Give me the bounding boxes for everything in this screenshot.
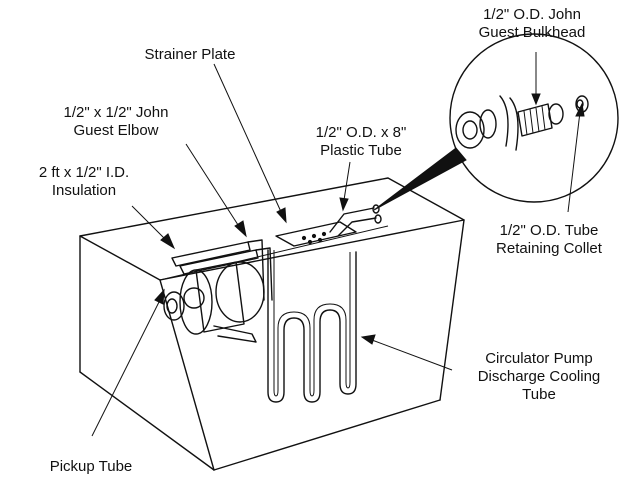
cooling-tube-inner	[273, 250, 351, 397]
label-line: Guest Elbow	[73, 122, 159, 139]
pump-inlet-bore	[166, 298, 178, 314]
leader-strainer	[213, 63, 283, 215]
strainer-hole	[317, 237, 323, 243]
bulkhead-head	[548, 103, 564, 125]
leader-lines	[91, 52, 585, 437]
pump-mount-foot	[213, 325, 257, 343]
arrowhead	[575, 102, 585, 117]
strainer-hole	[321, 231, 327, 237]
leader-collet	[567, 111, 581, 213]
arrowhead	[154, 288, 165, 305]
tank-front-edge	[159, 279, 215, 471]
cooling-tube-outer	[267, 249, 357, 403]
tank-bottom-left-edge	[79, 371, 215, 471]
label-bulkhead: 1/2" O.D. John Guest Bulkhead	[442, 6, 622, 42]
plastic-tube-1	[329, 207, 375, 233]
label-cooling-tube: Circulator Pump Discharge Cooling Tube	[456, 350, 622, 404]
label-line: Pickup Tube	[49, 458, 133, 475]
plastic-tube-2	[337, 217, 377, 237]
leader-plastic-tube	[343, 161, 351, 201]
label-line: 1/2" O.D. John	[483, 6, 581, 23]
leader-elbow	[185, 143, 241, 229]
pump-motor-end	[215, 261, 265, 323]
arrowhead	[160, 233, 176, 250]
tank-wall-cutaway	[499, 95, 519, 151]
elbow-pipe	[247, 239, 265, 301]
label-elbow: 1/2" x 1/2" John Guest Elbow	[28, 104, 204, 140]
label-line: 2 ft x 1/2" I.D.	[38, 164, 130, 181]
arrowhead	[360, 334, 376, 345]
label-line: Retaining Collet	[496, 240, 602, 257]
label-line: Tube	[522, 386, 556, 403]
tank-right-edge	[439, 219, 465, 401]
bulkhead-threads	[523, 105, 546, 136]
insulation-sleeve	[171, 241, 251, 267]
tank-bottom-right-edge	[213, 399, 441, 471]
plastic-tubes	[329, 204, 382, 237]
bulkhead-nut-bore	[462, 120, 478, 140]
pump-motor-body	[195, 261, 245, 333]
label-line: Discharge Cooling	[477, 368, 601, 385]
detail-circle	[449, 33, 619, 203]
detail-pointer-wedge	[373, 147, 467, 211]
strainer-hole	[307, 239, 313, 245]
arrowhead	[276, 207, 287, 224]
strainer-hole	[301, 235, 307, 241]
label-strainer-plate: Strainer Plate	[110, 46, 270, 64]
cooling-tube	[267, 249, 357, 403]
label-line: Guest Bulkhead	[478, 24, 586, 41]
elbow-pipe	[255, 247, 273, 301]
label-insulation: 2 ft x 1/2" I.D. Insulation	[14, 164, 154, 200]
insulation	[171, 239, 273, 301]
leader-cooling-tube	[371, 339, 453, 371]
pump-inlet	[163, 291, 185, 321]
arrowhead	[339, 197, 349, 212]
label-pickup-tube: Pickup Tube	[26, 458, 156, 476]
tube-end	[374, 214, 382, 224]
pump-impeller	[183, 287, 205, 309]
label-line: 1/2" x 1/2" John	[63, 104, 169, 121]
label-line: Strainer Plate	[144, 46, 236, 63]
strainer-hole	[311, 233, 317, 239]
bulkhead-washer	[479, 109, 497, 139]
label-line: 1/2" O.D. Tube	[499, 222, 599, 239]
strainer-plate-outline	[275, 221, 357, 247]
label-line: 1/2" O.D. x 8"	[315, 124, 407, 141]
leader-insulation	[131, 205, 167, 241]
leader-pickup	[91, 299, 161, 437]
arrowhead	[531, 93, 541, 106]
strainer-plate	[275, 221, 357, 247]
label-line: Insulation	[51, 182, 117, 199]
insulation-sleeve	[179, 249, 259, 275]
pump-volute	[179, 269, 213, 335]
tank-box	[79, 177, 465, 471]
bulkhead-nut	[455, 111, 485, 149]
label-line: Circulator Pump	[485, 350, 593, 367]
detail-inset	[373, 33, 619, 211]
bulkhead-body	[517, 103, 553, 137]
arrowhead	[234, 220, 247, 238]
label-collet: 1/2" O.D. Tube Retaining Collet	[474, 222, 624, 258]
label-line: Plastic Tube	[320, 142, 402, 159]
label-plastic-tube: 1/2" O.D. x 8" Plastic Tube	[286, 124, 436, 160]
tube-end	[372, 204, 380, 214]
circulator-pump	[163, 261, 265, 343]
